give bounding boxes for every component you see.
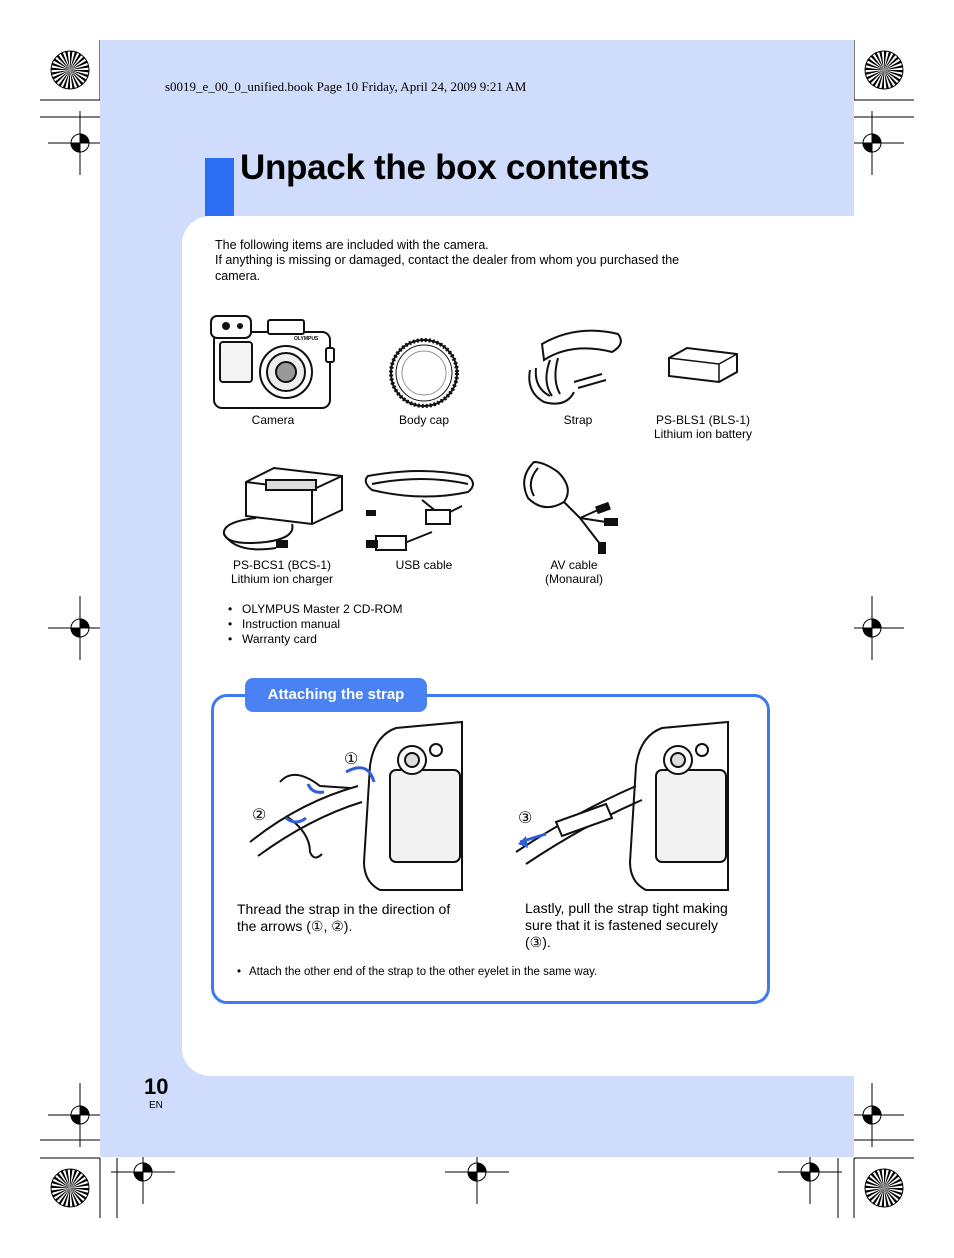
list-item: Instruction manual [228,617,402,632]
page-language: EN [149,1100,163,1111]
caption-body-cap: Body cap [398,413,450,427]
step2-text: Lastly, pull the strap tight making sure… [525,900,728,950]
page-number: 10 [144,1074,169,1099]
title-accent-bar [205,158,234,216]
page-title: Unpack the box contents [240,148,650,187]
camera-illustration: OLYMPUS [210,315,335,409]
list-item: Warranty card [228,632,402,647]
strap-section-tab: Attaching the strap [245,678,427,712]
starburst-mark [50,50,90,90]
extras-list: OLYMPUS Master 2 CD-ROM Instruction manu… [228,602,402,647]
intro-line-1: The following items are included with th… [215,238,489,252]
strap-note: Attach the other end of the strap to the… [237,966,597,978]
battery-illustration [668,346,738,384]
starburst-mark [864,50,904,90]
strap-illustration [528,329,622,405]
caption-camera: Camera [251,413,295,427]
crosshair-mark [48,1083,112,1147]
caption-av-line2: (Monaural) [544,572,604,586]
starburst-mark [864,1168,904,1208]
caption-battery-line1: PS-BLS1 (BLS-1) [655,413,751,427]
charger-illustration [222,466,343,551]
caption-battery-line2: Lithium ion battery [653,427,753,441]
usb-cable-illustration [364,470,474,551]
body-cap-illustration [389,338,459,408]
caption-charger-line1: PS-BCS1 (BCS-1) [232,558,332,572]
caption-usb-cable: USB cable [395,558,453,572]
caption-av-line1: AV cable [550,558,598,572]
caption-charger-line2: Lithium ion charger [230,572,334,586]
intro-line-2: If anything is missing or damaged, conta… [215,253,680,283]
camera-brand-text: OLYMPUS [294,336,319,342]
caption-strap: Strap [563,413,593,427]
step-marker-2: ② [252,807,267,824]
strap-step1-illustration [249,720,463,891]
av-cable-illustration [523,460,618,554]
step1-text: Thread the strap in the direction of the… [237,901,451,934]
list-item: OLYMPUS Master 2 CD-ROM [228,602,402,617]
step-marker-1: ① [344,751,359,768]
strap-step2-illustration [515,720,729,891]
starburst-mark [50,1168,90,1208]
file-info-header: s0019_e_00_0_unified.book Page 10 Friday… [165,79,527,94]
step-marker-3: ③ [518,810,533,827]
